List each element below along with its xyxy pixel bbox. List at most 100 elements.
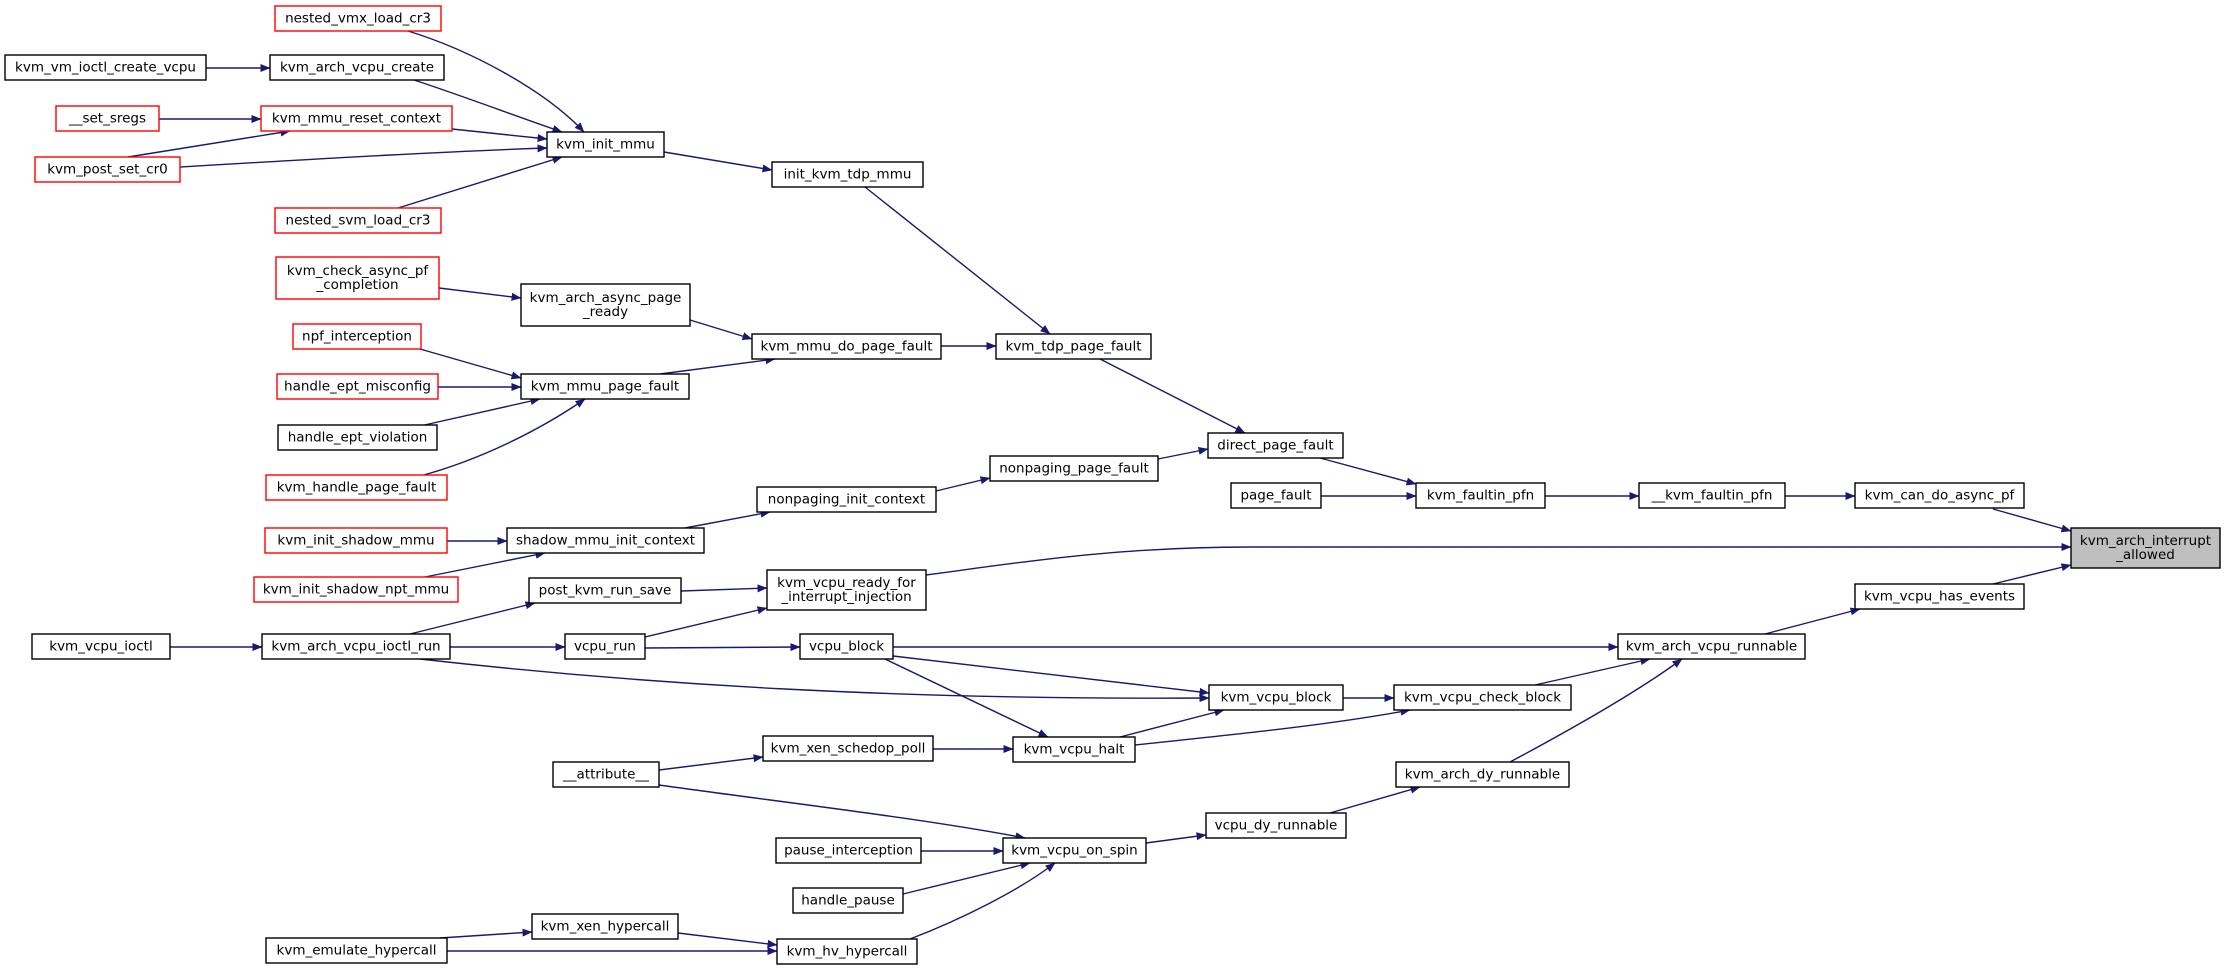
edge-nonpaging_init_context-to-nonpaging_page_fault: [935, 476, 991, 492]
node-box: [1207, 432, 1344, 459]
node-box: [253, 576, 459, 603]
node-kvm_init_shadow_npt_mmu[interactable]: kvm_init_shadow_npt_mmu: [253, 576, 459, 603]
node-label: kvm_vcpu_on_spin: [1011, 843, 1137, 859]
edge-nested_svm_load_cr3-to-kvm_init_mmu: [397, 156, 563, 209]
node-kvm_faultin_pfn[interactable]: kvm_faultin_pfn: [1415, 482, 1546, 509]
node-label: post_kvm_run_save: [539, 583, 672, 599]
node-label: vcpu_run: [574, 639, 636, 655]
edge-vcpu_block-to-kvm_vcpu_halt: [884, 658, 1049, 738]
node-page_fault[interactable]: page_fault: [1230, 482, 1322, 509]
node-label: nested_svm_load_cr3: [286, 213, 431, 229]
node-__attribute__[interactable]: __attribute__: [552, 761, 660, 788]
node-label: kvm_arch_vcpu_ioctl_run: [271, 639, 440, 655]
node-kvm_mmu_do_page_fault[interactable]: kvm_mmu_do_page_fault: [751, 333, 942, 360]
node-vcpu_run[interactable]: vcpu_run: [564, 633, 646, 660]
node-kvm_arch_dy_runnable[interactable]: kvm_arch_dy_runnable: [1395, 761, 1570, 788]
edge-kvm_post_set_cr0-to-kvm_init_mmu: [179, 144, 548, 168]
node-nested_svm_load_cr3[interactable]: nested_svm_load_cr3: [274, 207, 442, 234]
node-box: [799, 633, 894, 660]
node-label: kvm_init_mmu: [556, 137, 655, 153]
node-box: [552, 761, 660, 788]
node-kvm_mmu_page_fault[interactable]: kvm_mmu_page_fault: [520, 373, 690, 400]
node-handle_ept_violation[interactable]: handle_ept_violation: [277, 424, 438, 451]
edge-kvm_can_do_async_pf-to-kvm_arch_interrupt_allowed: [1992, 508, 2072, 533]
node-__set_sregs[interactable]: __set_sregs: [55, 105, 160, 132]
node-label: handle_ept_misconfig: [284, 379, 431, 395]
node-label: kvm_tdp_page_fault: [1006, 339, 1142, 355]
node-post_kvm_run_save[interactable]: post_kvm_run_save: [528, 577, 682, 604]
node-box: [776, 938, 918, 965]
edge-nonpaging_page_fault-to-direct_page_fault: [1157, 446, 1209, 460]
node-kvm_vcpu_has_events[interactable]: kvm_vcpu_has_events: [1854, 583, 2025, 610]
node-kvm_vcpu_ready_for_interrupt_injection[interactable]: kvm_vcpu_ready_for_interrupt_injection: [766, 569, 927, 611]
node-kvm_vcpu_check_block[interactable]: kvm_vcpu_check_block: [1393, 684, 1572, 711]
node-kvm_vcpu_on_spin[interactable]: kvm_vcpu_on_spin: [1002, 837, 1147, 864]
node-box: [995, 333, 1152, 360]
node-label: npf_interception: [302, 329, 412, 345]
node-__kvm_faultin_pfn[interactable]: __kvm_faultin_pfn: [1638, 482, 1786, 509]
node-label: kvm_vcpu_ready_for: [777, 575, 916, 591]
node-box: [546, 131, 665, 158]
node-label: kvm_hv_hypercall: [787, 944, 908, 960]
node-label: kvm_arch_interrupt: [2080, 533, 2211, 549]
node-kvm_handle_page_fault[interactable]: kvm_handle_page_fault: [265, 474, 448, 501]
node-label: shadow_mmu_init_context: [516, 533, 695, 549]
node-box: [1415, 482, 1546, 509]
node-label: _ready: [582, 304, 628, 320]
node-pause_interception[interactable]: pause_interception: [775, 837, 922, 864]
node-label: kvm_post_set_cr0: [47, 162, 168, 178]
node-kvm_hv_hypercall[interactable]: kvm_hv_hypercall: [776, 938, 918, 965]
node-box: [771, 161, 924, 188]
node-box: [2070, 527, 2221, 569]
node-kvm_vm_ioctl_create_vcpu[interactable]: kvm_vm_ioctl_create_vcpu: [4, 54, 207, 81]
node-box: [274, 5, 442, 32]
node-kvm_vcpu_ioctl[interactable]: kvm_vcpu_ioctl: [31, 633, 171, 660]
node-label: kvm_mmu_do_page_fault: [761, 339, 933, 355]
node-label: init_kvm_tdp_mmu: [784, 167, 912, 183]
node-kvm_check_async_pf_completion[interactable]: kvm_check_async_pf_completion: [275, 256, 440, 300]
node-kvm_xen_schedop_poll[interactable]: kvm_xen_schedop_poll: [762, 735, 934, 762]
node-box: [751, 333, 942, 360]
node-label: kvm_xen_schedop_poll: [771, 741, 926, 757]
node-kvm_vcpu_block[interactable]: kvm_vcpu_block: [1208, 684, 1344, 711]
node-kvm_arch_vcpu_runnable[interactable]: kvm_arch_vcpu_runnable: [1617, 633, 1806, 660]
node-kvm_arch_vcpu_ioctl_run[interactable]: kvm_arch_vcpu_ioctl_run: [261, 633, 451, 660]
node-nested_vmx_load_cr3[interactable]: nested_vmx_load_cr3: [274, 5, 442, 32]
node-box: [1205, 812, 1347, 839]
node-shadow_mmu_init_context[interactable]: shadow_mmu_init_context: [506, 527, 705, 554]
node-kvm_init_shadow_mmu[interactable]: kvm_init_shadow_mmu: [264, 527, 448, 554]
node-kvm_can_do_async_pf[interactable]: kvm_can_do_async_pf: [1854, 482, 2025, 509]
edge-kvm_arch_vcpu_runnable-to-kvm_vcpu_has_events: [1764, 607, 1861, 635]
edge-nested_vmx_load_cr3-to-kvm_init_mmu: [407, 30, 585, 133]
node-direct_page_fault[interactable]: direct_page_fault: [1207, 432, 1344, 459]
node-label: kvm_arch_dy_runnable: [1405, 767, 1560, 783]
node-box: [1012, 736, 1136, 763]
node-kvm_arch_async_page_ready[interactable]: kvm_arch_async_page_ready: [520, 283, 691, 327]
node-npf_interception[interactable]: npf_interception: [292, 323, 422, 350]
node-kvm_arch_interrupt_allowed[interactable]: kvm_arch_interrupt_allowed: [2070, 527, 2221, 569]
node-kvm_xen_hypercall[interactable]: kvm_xen_hypercall: [531, 913, 679, 940]
node-kvm_emulate_hypercall[interactable]: kvm_emulate_hypercall: [265, 937, 448, 964]
node-kvm_mmu_reset_context[interactable]: kvm_mmu_reset_context: [260, 105, 453, 132]
node-vcpu_dy_runnable[interactable]: vcpu_dy_runnable: [1205, 812, 1347, 839]
node-handle_pause[interactable]: handle_pause: [792, 887, 904, 914]
edge-__attribute__-to-kvm_xen_schedop_poll: [658, 754, 764, 771]
node-kvm_post_set_cr0[interactable]: kvm_post_set_cr0: [34, 156, 181, 183]
node-nonpaging_init_context[interactable]: nonpaging_init_context: [756, 486, 937, 513]
node-label: _interrupt_injection: [780, 589, 911, 605]
nodes-layer: nested_vmx_load_cr3 kvm_vm_ioctl_create_v…: [4, 5, 2221, 965]
node-init_kvm_tdp_mmu[interactable]: init_kvm_tdp_mmu: [771, 161, 924, 188]
node-vcpu_block[interactable]: vcpu_block: [799, 633, 894, 660]
node-kvm_init_mmu[interactable]: kvm_init_mmu: [546, 131, 665, 158]
node-label: kvm_vcpu_has_events: [1864, 589, 2015, 605]
node-kvm_arch_vcpu_create[interactable]: kvm_arch_vcpu_create: [269, 54, 445, 81]
node-label: kvm_faultin_pfn: [1427, 488, 1534, 504]
node-handle_ept_misconfig[interactable]: handle_ept_misconfig: [276, 373, 439, 400]
node-box: [1638, 482, 1786, 509]
edge-kvm_vcpu_halt-to-kvm_vcpu_check_block: [1134, 707, 1411, 746]
node-kvm_tdp_page_fault[interactable]: kvm_tdp_page_fault: [995, 333, 1152, 360]
node-nonpaging_page_fault[interactable]: nonpaging_page_fault: [989, 455, 1159, 482]
node-kvm_vcpu_halt[interactable]: kvm_vcpu_halt: [1012, 736, 1136, 763]
node-label: kvm_xen_hypercall: [541, 919, 670, 935]
node-label: __attribute__: [562, 767, 649, 783]
